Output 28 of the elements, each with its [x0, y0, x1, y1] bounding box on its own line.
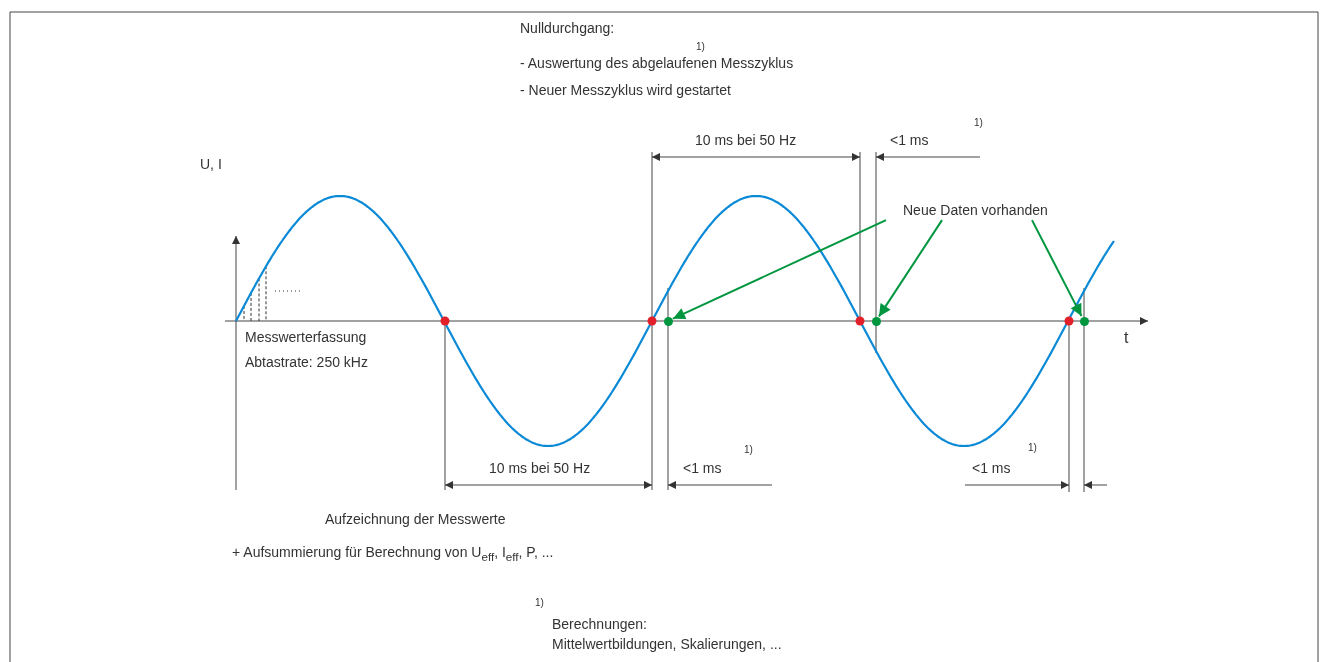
note-text: Messwerterfassung [245, 329, 367, 346]
leader-arrow [1031, 219, 1083, 318]
footnote-mark: 1) [696, 41, 705, 53]
data-ready-dot [871, 316, 881, 326]
note-text: + Aufsummierung für Berechnung von U$_{eff}$, I$_{eff}$, P, ... [232, 544, 554, 564]
dimension-label: 10 ms bei 50 Hz [489, 460, 591, 477]
footnote-mark: 1) [974, 117, 983, 129]
note-text: - Neuer Messzyklus wird gestartet [520, 82, 731, 99]
dimension-label: <1 ms [972, 460, 1011, 477]
note-text: Abtastrate: 250 kHz [245, 354, 368, 371]
note-text: Aufzeichnung der Messwerte [325, 511, 506, 528]
data-ready-dot [1079, 316, 1089, 326]
note-text: Berechnungen: [552, 616, 647, 633]
note-text: Mittelwertbildungen, Skalierungen, ... [552, 636, 782, 653]
data-ready-dot [663, 316, 673, 326]
heading: Nulldurchgang: [520, 20, 615, 37]
callout-text: Neue Daten vorhanden [903, 202, 1048, 219]
dimension-label: 10 ms bei 50 Hz [695, 132, 797, 149]
leader-arrow [878, 219, 943, 318]
note-text: - Auswertung des abgelaufenen Messzyklus [520, 55, 794, 72]
dimension-label: <1 ms [890, 132, 929, 149]
footnote-mark: 1) [1028, 442, 1037, 454]
dimension-label: <1 ms [683, 460, 722, 477]
axis-label: U, I [200, 156, 222, 173]
footnote-mark: 1) [535, 597, 544, 609]
footnote-mark: 1) [744, 444, 753, 456]
axis-label: t [1124, 329, 1129, 348]
leader-arrow [672, 219, 887, 320]
